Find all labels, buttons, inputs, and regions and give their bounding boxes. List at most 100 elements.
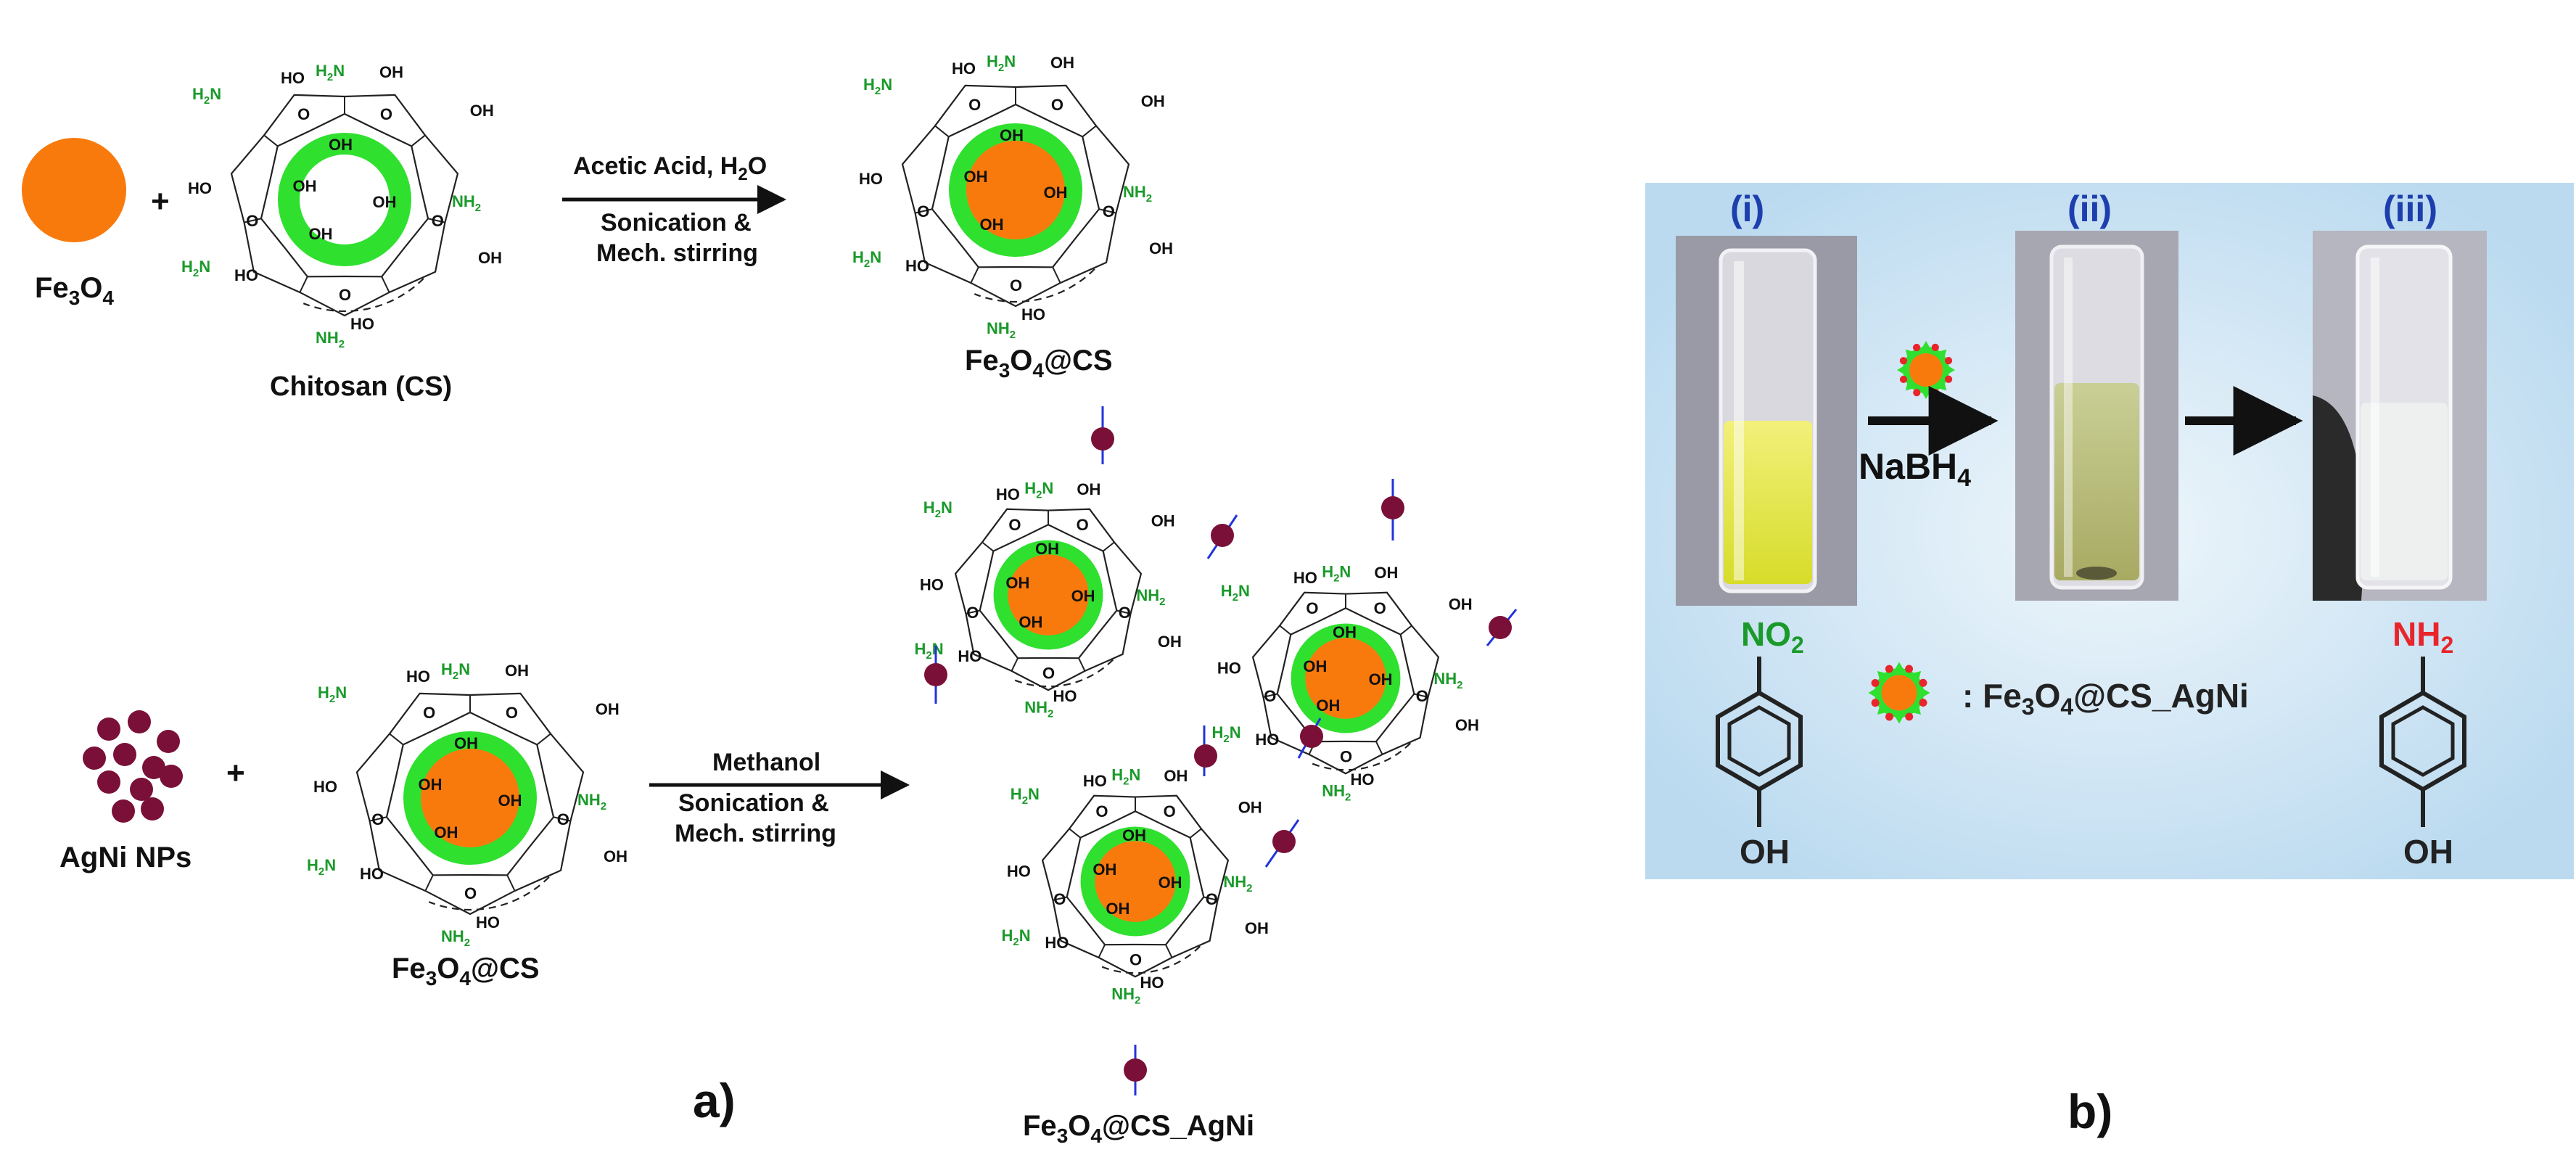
inner-hydroxyl-label: OH bbox=[1122, 826, 1146, 844]
hydroxyl-label: HO bbox=[476, 913, 500, 932]
panel-a-label: a) bbox=[693, 1074, 736, 1127]
inner-hydroxyl-label: OH bbox=[1044, 184, 1068, 202]
amine-group: H2N bbox=[307, 856, 336, 878]
hydroxyl-label: OH bbox=[1374, 564, 1398, 582]
hydroxyl-label: HO bbox=[1021, 305, 1045, 324]
hydroxyl-label: OH bbox=[1141, 92, 1165, 110]
chitosan-label: Chitosan (CS) bbox=[270, 371, 452, 402]
inner-hydroxyl-label: OH bbox=[454, 734, 478, 752]
amine-group: H2N bbox=[923, 498, 952, 520]
bound-agni-particle bbox=[1489, 616, 1512, 639]
ring-oxygen: O bbox=[297, 105, 310, 123]
inner-hydroxyl-label: OH bbox=[1303, 657, 1327, 675]
bound-agni-particle bbox=[1194, 744, 1217, 768]
inner-hydroxyl-label: OH bbox=[435, 823, 458, 842]
hydroxyl-label: HO bbox=[1053, 687, 1077, 705]
hydroxyl-label: HO bbox=[905, 257, 929, 275]
catalyst-icon-arrow bbox=[1897, 341, 1955, 399]
reagent-label: NaBH4 bbox=[1859, 446, 1971, 492]
ring-oxygen: O bbox=[1119, 604, 1131, 622]
hydroxyl-label: HO bbox=[1045, 934, 1069, 952]
step2-condition-1: Methanol bbox=[712, 749, 820, 776]
hydroxyl-label: HO bbox=[1351, 770, 1375, 789]
hydroxyl-label: OH bbox=[505, 662, 529, 680]
fe3o4-core bbox=[1095, 841, 1176, 922]
hydroxyl-label: OH bbox=[1449, 596, 1473, 614]
hydroxyl-label: HO bbox=[1140, 974, 1164, 992]
ring-oxygen: O bbox=[1264, 687, 1276, 705]
amino-group: NH2 bbox=[2392, 615, 2453, 658]
inner-hydroxyl-label: OH bbox=[419, 776, 443, 794]
hydroxyl-label: OH bbox=[1050, 54, 1074, 72]
hydroxyl-label: OH bbox=[478, 249, 502, 267]
ring-oxygen: O bbox=[1077, 516, 1089, 534]
hydroxyl-label: HO bbox=[958, 647, 982, 665]
inner-hydroxyl-label: OH bbox=[1369, 670, 1393, 688]
vial-label-iii: (iii) bbox=[2383, 189, 2437, 229]
ring-oxygen: O bbox=[1206, 890, 1218, 908]
ring-oxygen: O bbox=[1306, 599, 1318, 617]
agni-nanoparticle bbox=[113, 743, 136, 766]
agni-nanoparticle-cluster bbox=[83, 710, 183, 823]
ring-oxygen: O bbox=[380, 105, 392, 123]
hydroxyl-label: HO bbox=[234, 266, 258, 284]
product-label: Fe3O4@CS_AgNi bbox=[1023, 1110, 1254, 1147]
inner-hydroxyl-label: OH bbox=[1106, 900, 1129, 918]
inner-hydroxyl-label: OH bbox=[293, 177, 317, 195]
bound-agni-particle bbox=[1211, 524, 1234, 547]
amine-group: H2N bbox=[1011, 785, 1040, 807]
amine-group: NH2 bbox=[1433, 670, 1462, 691]
fe3o4-core bbox=[966, 141, 1065, 239]
hydroxyl-label: OH bbox=[1245, 919, 1269, 937]
agni-nanoparticle bbox=[128, 710, 151, 733]
aminophenol-structure: NH2 OH bbox=[2379, 615, 2466, 871]
bound-agni-linkers bbox=[924, 406, 1518, 1095]
fe3o4-cs-label-top: Fe3O4@CS bbox=[965, 345, 1113, 382]
fe3o4-core bbox=[1305, 638, 1386, 719]
bound-agni-particle bbox=[1381, 496, 1404, 519]
amine-group: NH2 bbox=[987, 319, 1016, 341]
amine-group: NH2 bbox=[452, 192, 481, 214]
inner-hydroxyl-label: OH bbox=[964, 168, 988, 186]
hydroxyl-label: OH bbox=[470, 102, 494, 120]
amine-group: H2N bbox=[863, 75, 892, 97]
hydroxyl-label: HO bbox=[1007, 862, 1031, 880]
step2-condition-2: Sonication & bbox=[678, 789, 829, 817]
amine-group: H2N bbox=[1212, 723, 1241, 745]
inner-hydroxyl-label: OH bbox=[309, 225, 333, 243]
vial-photo-i bbox=[1676, 236, 1857, 606]
agni-nanoparticle bbox=[112, 799, 135, 823]
ring-oxygen: O bbox=[917, 202, 929, 221]
amine-group: H2N bbox=[915, 640, 944, 662]
ring-oxygen: O bbox=[1129, 950, 1142, 969]
agni-nanoparticle bbox=[157, 730, 180, 753]
step1-condition-3: Mech. stirring bbox=[596, 239, 758, 267]
step1-condition-2: Sonication & bbox=[601, 209, 752, 237]
plus-sign-1: + bbox=[151, 184, 170, 219]
amine-group: NH2 bbox=[1111, 984, 1140, 1006]
ring-oxygen: O bbox=[1010, 276, 1022, 295]
hydroxyl-label: OH bbox=[1238, 799, 1262, 817]
inner-hydroxyl-label: OH bbox=[1333, 623, 1357, 641]
fe3o4-core bbox=[421, 749, 519, 847]
nitro-group: NO2 bbox=[1741, 615, 1804, 658]
hydroxyl-label: OH bbox=[1151, 512, 1175, 530]
hydroxyl-label: HO bbox=[406, 667, 430, 686]
amine-group: NH2 bbox=[441, 927, 470, 949]
hydroxyl-group-product: OH bbox=[2403, 833, 2453, 871]
hydroxyl-label: HO bbox=[952, 59, 976, 78]
hydroxyl-label: HO bbox=[360, 865, 384, 883]
ring-oxygen: O bbox=[1053, 890, 1066, 908]
amine-group: NH2 bbox=[577, 791, 606, 813]
bound-agni-particle bbox=[924, 663, 947, 686]
ring-oxygen: O bbox=[1164, 802, 1176, 821]
amine-group: NH2 bbox=[1223, 873, 1252, 895]
hydroxyl-label: HO bbox=[996, 485, 1020, 503]
hydroxyl-label: HO bbox=[1255, 731, 1279, 749]
agni-nanoparticle bbox=[130, 778, 153, 801]
ring-oxygen: O bbox=[506, 704, 518, 722]
